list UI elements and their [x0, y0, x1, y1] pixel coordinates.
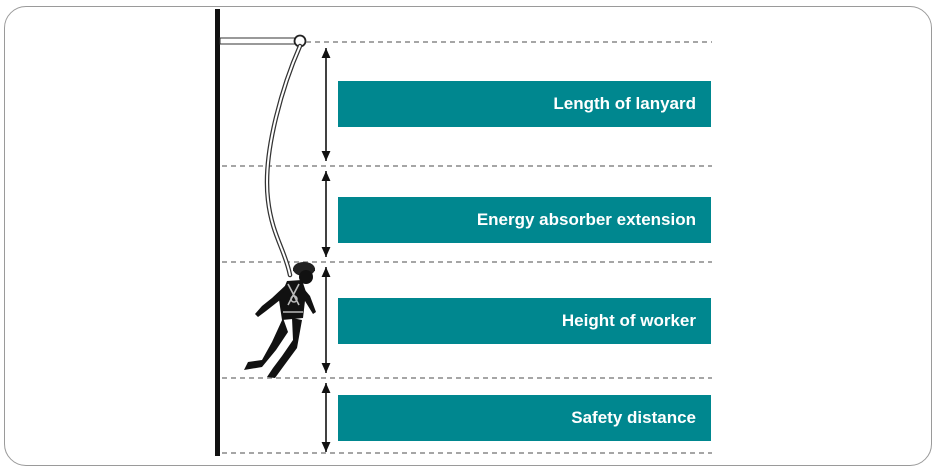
label-height-of-worker-text: Height of worker [561, 311, 696, 330]
label-safety-distance-text: Safety distance [571, 408, 696, 427]
lanyard-rope [264, 43, 303, 278]
label-height-of-worker: Height of worker [338, 298, 711, 344]
fall-clearance-diagram [215, 9, 712, 456]
anchor-arm [219, 37, 299, 45]
label-length-of-lanyard-text: Length of lanyard [553, 94, 696, 113]
level-guides [222, 41, 712, 454]
label-length-of-lanyard: Length of lanyard [338, 81, 711, 127]
fallen-worker-in-harness-icon [244, 262, 316, 378]
structure-wall [215, 9, 220, 456]
label-energy-absorber-extension: Energy absorber extension [338, 197, 711, 243]
label-safety-distance: Safety distance [338, 395, 711, 441]
label-energy-absorber-extension-text: Energy absorber extension [476, 210, 696, 229]
